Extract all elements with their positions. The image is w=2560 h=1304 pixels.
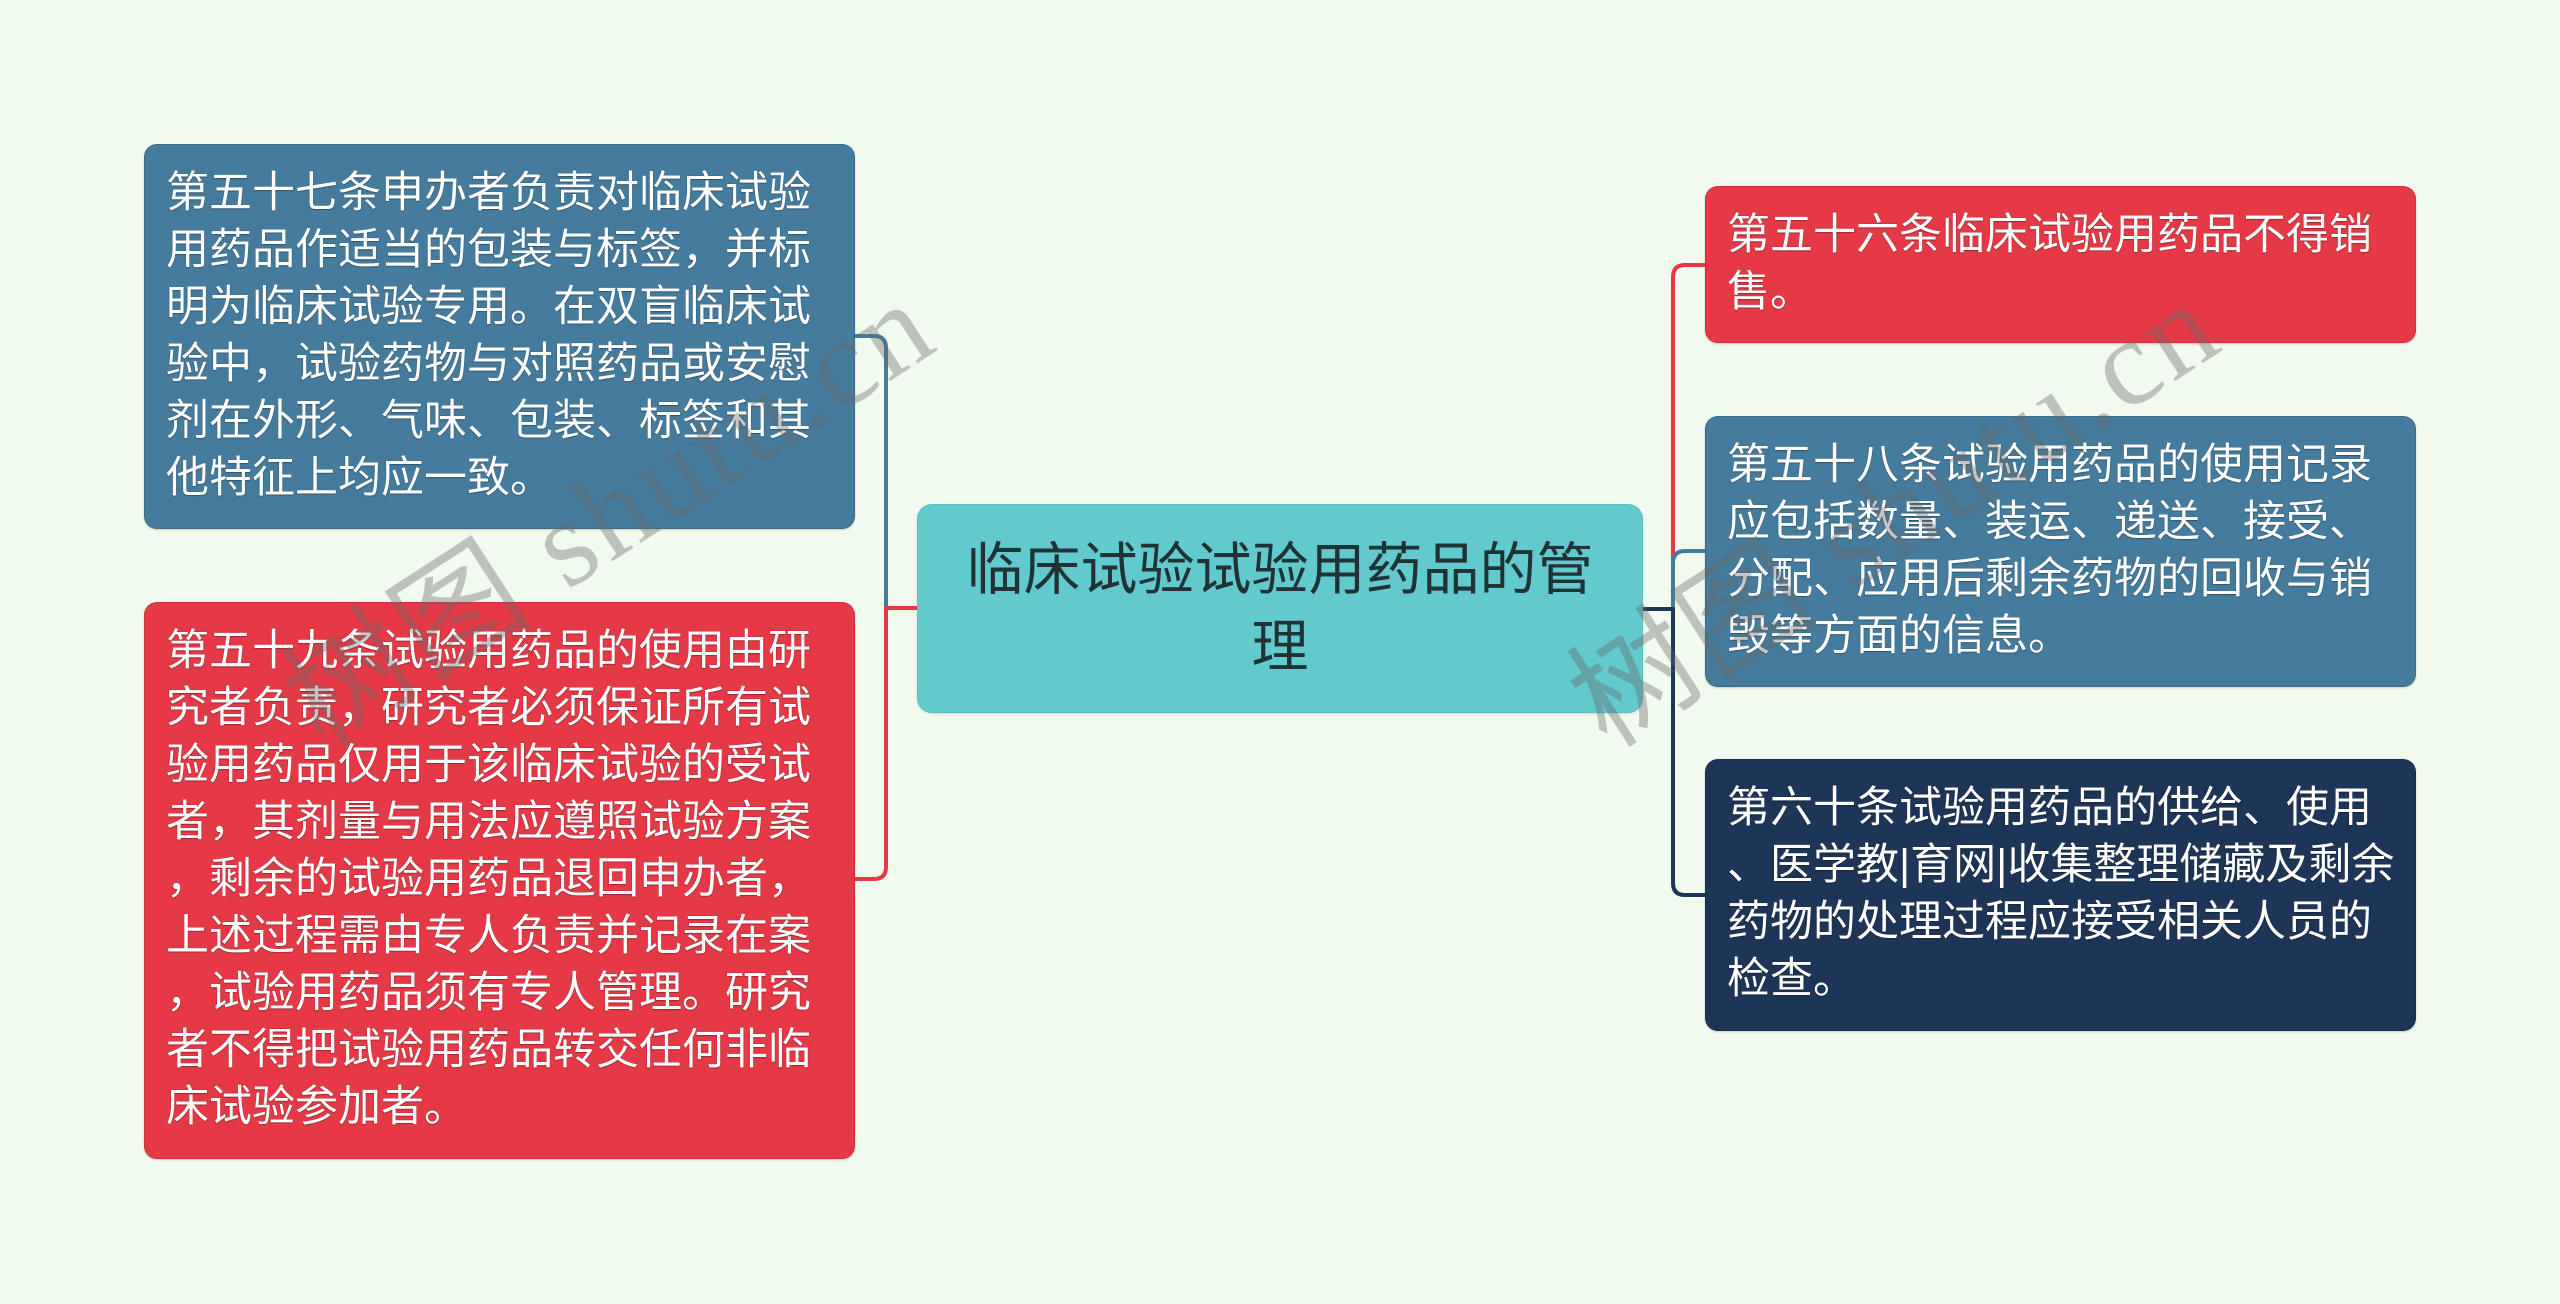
node-text-line: 者不得把试验用药品转交任何非临: [166, 1026, 811, 1074]
node-article-57: 第五十七条申办者负责对临床试验 用药品作适当的包装与标签，并标 明为临床试验专用…: [144, 144, 855, 529]
node-article-58: 第五十八条试验用药品的使用记录 应包括数量、装运、递送、接受、 分配、应用后剩余…: [1705, 416, 2416, 687]
node-text-line: 第六十条试验用药品的供给、使用: [1727, 784, 2372, 832]
node-text-line: 用药品作适当的包装与标签，并标: [166, 226, 811, 274]
node-text-line: 分配、应用后剩余药物的回收与销: [1727, 555, 2372, 603]
node-text-line: ，试验用药品须有专人管理。研究: [166, 969, 811, 1017]
node-text-line: 剂在外形、气味、包装、标签和其: [166, 397, 811, 445]
root-topic: 临床试验试验用药品的管 理: [917, 504, 1643, 713]
node-text-line: 第五十八条试验用药品的使用记录: [1727, 441, 2372, 489]
node-article-59: 第五十九条试验用药品的使用由研 究者负责，研究者必须保证所有试 验用药品仅用于该…: [144, 602, 855, 1159]
node-article-56: 第五十六条临床试验用药品不得销 售。: [1705, 186, 2416, 343]
node-text-line: 药物的处理过程应接受相关人员的: [1727, 898, 2372, 946]
node-text-line: ，剩余的试验用药品退回申办者，: [166, 855, 811, 903]
connector-root-to-article-60: [1643, 607, 1706, 897]
node-text-line: 者，其剂量与用法应遵照试验方案: [166, 798, 811, 846]
node-text-line: 验中，试验药物与对照药品或安慰: [166, 340, 811, 388]
node-text-line: 检查。: [1727, 955, 1856, 1003]
node-text-line: 验用药品仅用于该临床试验的受试: [166, 741, 811, 789]
connector-root-to-article-57: [855, 334, 917, 610]
node-text-line: 床试验参加者。: [166, 1083, 467, 1131]
node-text-line: 、医学教|育网|收集整理储藏及剩余: [1727, 841, 2395, 889]
root-title-line: 临床试验试验用药品的管: [966, 538, 1594, 602]
root-title-line: 理: [1251, 615, 1309, 679]
node-text-line: 应包括数量、装运、递送、接受、: [1727, 498, 2372, 546]
node-text-line: 毁等方面的信息。: [1727, 612, 2071, 660]
node-text-line: 第五十六条临床试验用药品不得销: [1727, 211, 2372, 259]
node-text-line: 他特征上均应一致。: [166, 454, 553, 502]
node-article-60: 第六十条试验用药品的供给、使用 、医学教|育网|收集整理储藏及剩余 药物的处理过…: [1705, 759, 2416, 1031]
connector-root-to-article-56: [1643, 263, 1706, 611]
node-text-line: 上述过程需由专人负责并记录在案: [166, 912, 811, 960]
node-text-line: 第五十九条试验用药品的使用由研: [166, 627, 811, 675]
node-text-line: 究者负责，研究者必须保证所有试: [166, 684, 811, 732]
node-text-line: 第五十七条申办者负责对临床试验: [166, 169, 811, 217]
connector-root-to-article-58: [1643, 549, 1706, 611]
connector-root-to-article-59: [855, 606, 917, 881]
node-text-line: 售。: [1727, 268, 1813, 316]
node-text-line: 明为临床试验专用。在双盲临床试: [166, 283, 811, 331]
